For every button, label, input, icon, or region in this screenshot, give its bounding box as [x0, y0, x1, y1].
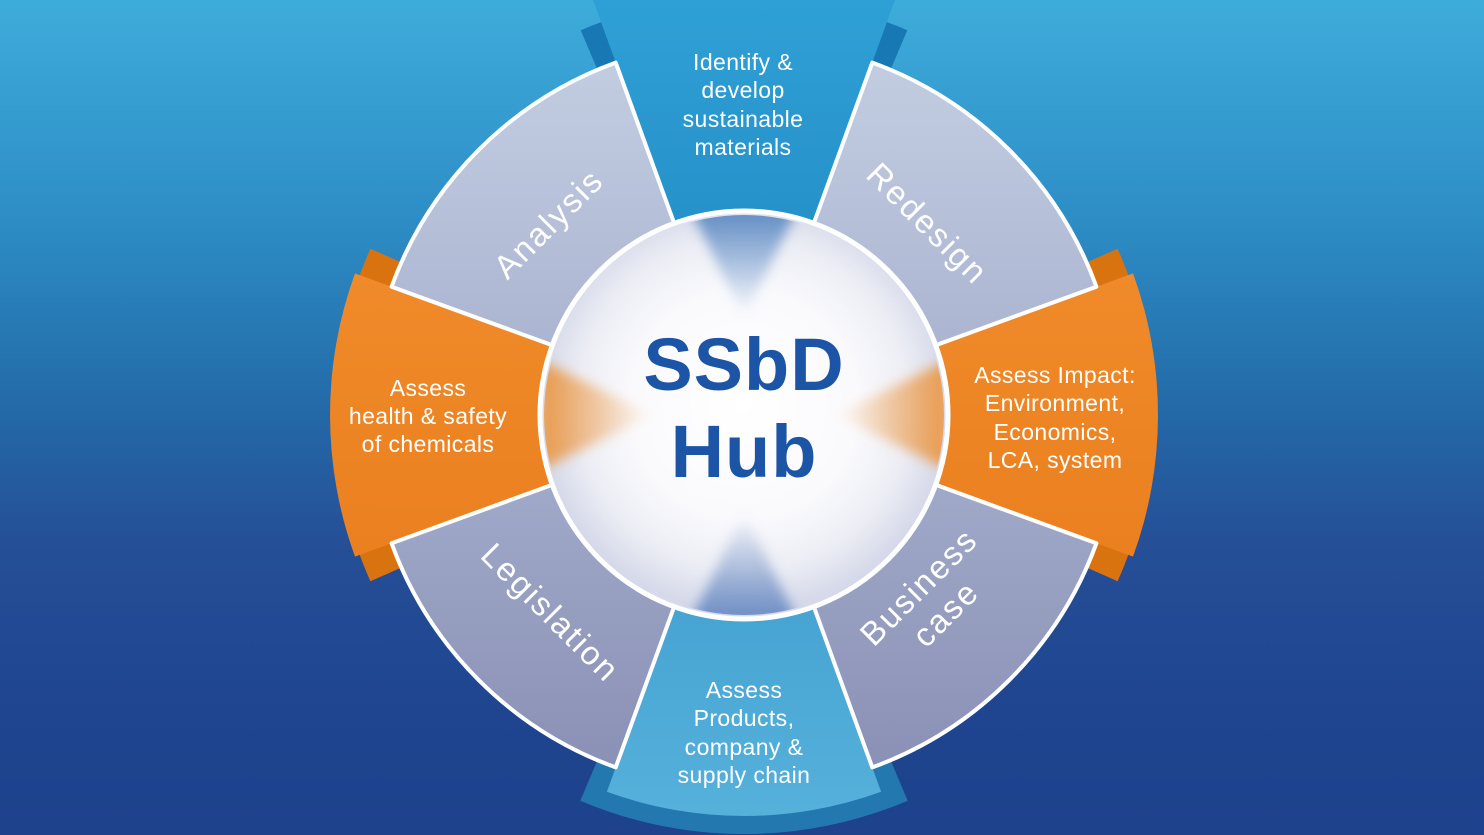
center-hub-circle	[537, 208, 951, 622]
svg-text:develop: develop	[701, 77, 784, 103]
top-arrow	[688, 215, 800, 318]
svg-text:of chemicals: of chemicals	[362, 431, 495, 457]
svg-text:health & safety: health & safety	[349, 403, 507, 429]
svg-text:supply chain: supply chain	[678, 762, 811, 788]
svg-text:LCA, system: LCA, system	[988, 447, 1123, 473]
left-arrow	[544, 359, 652, 471]
svg-text:company &: company &	[685, 734, 804, 760]
center-title-line2: Hub	[671, 410, 818, 493]
svg-text:Assess: Assess	[706, 677, 783, 703]
left-wedge	[330, 273, 744, 557]
svg-text:sustainable: sustainable	[683, 106, 804, 132]
svg-text:Economics,: Economics,	[994, 419, 1117, 445]
svg-text:Products,: Products,	[694, 705, 795, 731]
right-wedge-label: Assess Impact: Environment, Economics, L…	[974, 362, 1136, 473]
svg-text:Identify &: Identify &	[693, 49, 793, 75]
top-wedge	[592, 0, 896, 415]
svg-text:Environment,: Environment,	[985, 390, 1125, 416]
svg-text:Assess: Assess	[390, 375, 467, 401]
top-wedge-label: Identify & develop sustainable materials	[683, 49, 804, 160]
bottom-wedge-label: Assess Products, company & supply chain	[678, 677, 811, 788]
left-wedge-label: Assess health & safety of chemicals	[349, 375, 507, 457]
svg-text:materials: materials	[695, 134, 792, 160]
center-title-line1: SSbD	[643, 323, 844, 406]
bottom-arrow	[688, 512, 800, 615]
right-arrow	[836, 359, 944, 471]
right-wedge	[744, 273, 1158, 557]
svg-text:Assess Impact:: Assess Impact:	[974, 362, 1136, 388]
